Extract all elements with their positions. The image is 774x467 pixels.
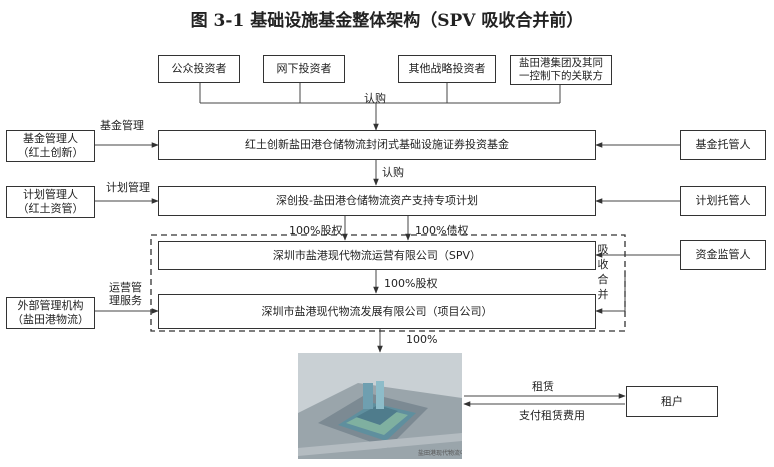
investor-strategic: 其他战略投资者 bbox=[398, 55, 496, 83]
investor-yantian-group: 盐田港集团及其同 一控制下的关联方 bbox=[510, 55, 612, 85]
box-fund: 红土创新盐田港仓储物流封闭式基础设施证券投资基金 bbox=[158, 130, 596, 160]
label-equity-spv: 100%股权 bbox=[289, 224, 343, 237]
label-subscribe-1: 认购 bbox=[364, 92, 386, 105]
label-fund-management: 基金管理 bbox=[100, 119, 144, 132]
box-plan-manager: 计划管理人 （红土资管） bbox=[6, 186, 95, 218]
box-spv: 深圳市盐港现代物流运营有限公司（SPV） bbox=[158, 241, 596, 270]
box-plan-custodian: 计划托管人 bbox=[680, 186, 766, 216]
diagram-title: 图 3-1 基础设施基金整体架构（SPV 吸收合并前） bbox=[190, 11, 584, 31]
box-fund-manager: 基金管理人 （红土创新） bbox=[6, 130, 95, 162]
logistics-park-photo: 盐田港现代物流中心 bbox=[298, 353, 462, 459]
label-rent: 租赁 bbox=[532, 380, 554, 393]
label-debt-spv: 100%债权 bbox=[415, 224, 469, 237]
photo-caption: 盐田港现代物流中心 bbox=[418, 449, 462, 457]
box-project-company: 深圳市盐港现代物流发展有限公司（项目公司） bbox=[158, 294, 596, 329]
label-plan-management: 计划管理 bbox=[106, 181, 150, 194]
investor-public: 公众投资者 bbox=[158, 55, 240, 83]
label-absorption-merger: 吸收合并 bbox=[597, 243, 609, 301]
box-tenant: 租户 bbox=[626, 386, 718, 417]
label-operation-service: 运营管 理服务 bbox=[109, 281, 142, 307]
box-fund-custodian: 基金托管人 bbox=[680, 130, 766, 160]
box-asset-plan: 深创投-盐田港仓储物流资产支持专项计划 bbox=[158, 186, 596, 216]
investor-offline: 网下投资者 bbox=[263, 55, 345, 83]
label-equity-project: 100%股权 bbox=[384, 277, 438, 290]
box-fund-supervisor: 资金监管人 bbox=[680, 240, 766, 270]
label-rent-payment: 支付租赁费用 bbox=[519, 409, 585, 422]
label-subscribe-2: 认购 bbox=[382, 166, 404, 179]
label-hundred-percent: 100% bbox=[406, 333, 438, 346]
box-external-manager: 外部管理机构 （盐田港物流） bbox=[6, 297, 95, 329]
